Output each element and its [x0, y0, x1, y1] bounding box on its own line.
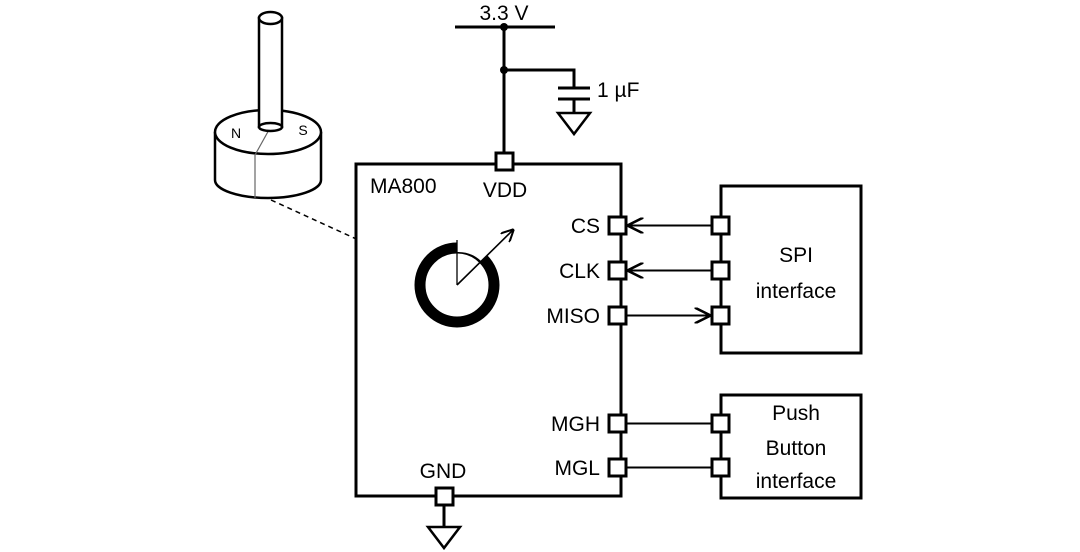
spi-label-line1: SPI: [779, 244, 813, 267]
pin-miso-label: MISO: [546, 305, 600, 328]
capacitor-label: 1 µF: [597, 79, 639, 102]
pin-vdd: [494, 151, 515, 172]
pin-mgh: [607, 413, 628, 434]
sensor-angle-arrow: [456, 230, 513, 286]
pin-gnd-label: GND: [420, 460, 467, 483]
chip-body: [354, 162, 623, 498]
spi-label-line2: interface: [756, 280, 837, 303]
button-label-line2: Button: [766, 437, 827, 460]
pin-gnd: [434, 486, 455, 507]
magnet-south-label: S: [298, 122, 307, 138]
spi-pin-miso: [710, 305, 731, 326]
shaft-top: [257, 10, 284, 26]
capacitor-symbol: 1 µF: [555, 79, 639, 137]
button-interface-block: [719, 393, 863, 500]
magnet-north-label: N: [231, 125, 241, 141]
pin-mgl-label: MGL: [554, 457, 600, 480]
pin-clk-label: CLK: [559, 260, 600, 283]
spi-pin-clk: [710, 260, 731, 281]
spi-pin-cs: [710, 215, 731, 236]
pin-cs: [607, 215, 628, 236]
button-pin-mgl: [710, 457, 731, 478]
pin-mgl: [607, 457, 628, 478]
angle-sensor-symbol: [414, 230, 513, 328]
ground-symbol: [425, 525, 463, 551]
chip-name: MA800: [370, 175, 437, 198]
supply-voltage-label: 3.3 V: [479, 2, 528, 25]
supply-rail: 3.3 V: [455, 2, 576, 153]
pin-clk: [607, 260, 628, 281]
magnet-illustration: N S: [213, 10, 323, 200]
button-pin-mgh: [710, 413, 731, 434]
spi-interface-block: [719, 184, 863, 355]
pin-vdd-label: VDD: [483, 179, 527, 202]
pin-mgh-label: MGH: [551, 413, 600, 436]
cap-ground-symbol: [555, 111, 593, 137]
button-label-line1: Push: [772, 402, 820, 425]
button-label-line3: interface: [756, 470, 837, 493]
pin-cs-label: CS: [571, 215, 600, 238]
shaft-bottom: [257, 121, 284, 133]
sensor-gap: [457, 239, 489, 261]
pin-miso: [607, 305, 628, 326]
shaft: [257, 16, 284, 129]
